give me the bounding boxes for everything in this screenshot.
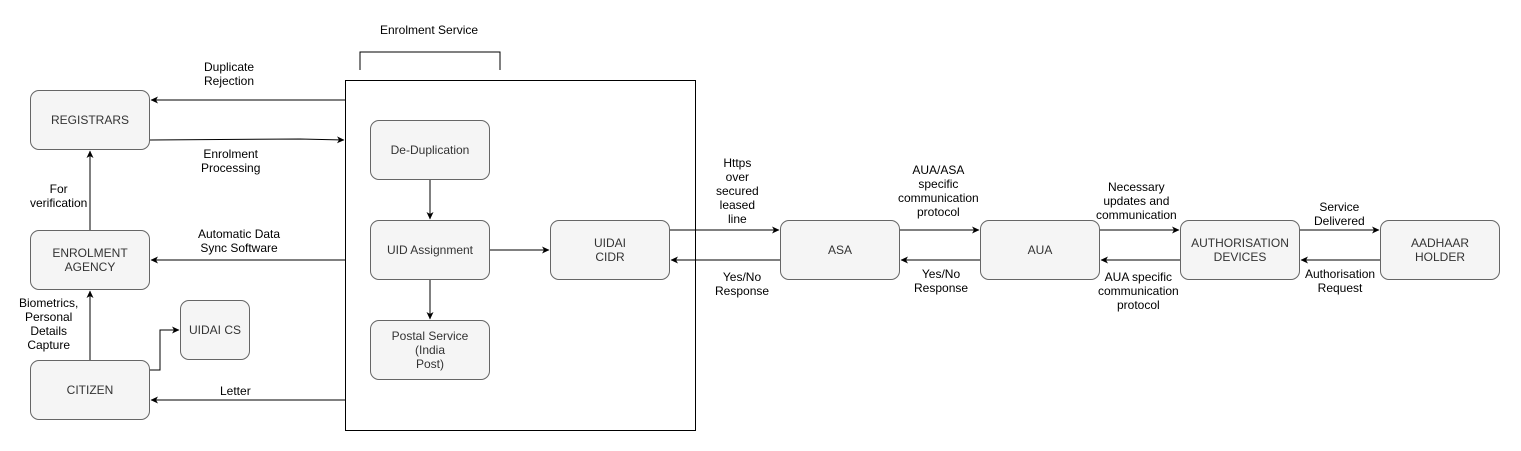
enrolment-service-title: Enrolment Service	[380, 23, 479, 37]
uidai-cs-node[interactable]: UIDAI CS	[180, 300, 250, 360]
edge-enrolment-processing	[149, 136, 345, 144]
edge-citizen-uidai-cs	[150, 326, 180, 371]
citizen-node[interactable]: CITIZEN	[30, 360, 150, 420]
aadhaar-holder-node[interactable]: AADHAAR HOLDER	[1380, 220, 1500, 280]
de-duplication-node[interactable]: De-Duplication	[370, 120, 490, 180]
group-bracket	[359, 51, 501, 70]
asa-node[interactable]: ASA	[780, 220, 900, 280]
registrars-node[interactable]: REGISTRARS	[30, 90, 150, 150]
label-letter: Letter	[220, 384, 251, 398]
aua-node[interactable]: AUA	[980, 220, 1100, 280]
uid-assignment-node[interactable]: UID Assignment	[370, 220, 490, 280]
